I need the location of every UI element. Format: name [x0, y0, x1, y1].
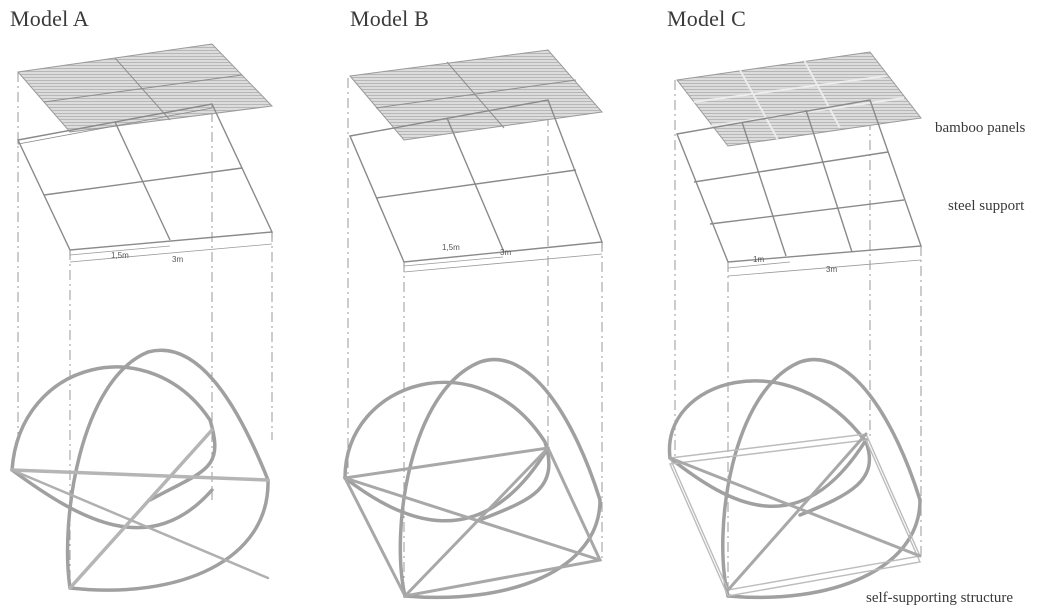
model-a-title: Model A: [10, 6, 90, 31]
model-c-bamboo-panels: [676, 51, 922, 147]
model-a-dim-small: 1,5m: [111, 251, 129, 260]
model-c-group: 1m 3m: [667, 51, 922, 600]
model-b-structure: [342, 358, 603, 600]
model-a-dim-full: 3m: [172, 255, 183, 264]
model-c-steel-support: [676, 99, 922, 263]
label-self-supporting-structure: self-supporting structure: [866, 590, 1014, 606]
label-steel-support: steel support: [948, 198, 1025, 214]
model-a-dimensions: [69, 243, 273, 263]
model-c-dim-full: 3m: [826, 265, 837, 274]
model-a-steel-support: [16, 103, 274, 256]
model-b-title: Model B: [350, 6, 430, 31]
model-a-structure: [10, 348, 270, 592]
model-b-bamboo-panels: [349, 49, 603, 141]
model-b-projection-lines: [347, 56, 603, 598]
model-c-dimensions: [727, 259, 922, 277]
model-a-bamboo-panels: [17, 43, 274, 133]
model-a-projection-lines: [17, 52, 273, 590]
model-b-dim-small: 1,5m: [442, 243, 460, 252]
model-c-structure: [667, 358, 922, 600]
model-b-steel-support: [349, 99, 603, 268]
model-c-dim-small: 1m: [753, 255, 764, 264]
model-c-title: Model C: [667, 6, 747, 31]
model-b-dimensions: [403, 253, 603, 273]
model-a-group: 1,5m 3m: [10, 43, 274, 592]
model-b-dim-full: 3m: [500, 248, 511, 257]
model-b-group: 1,5m 3m: [342, 49, 603, 600]
label-bamboo-panels: bamboo panels: [935, 120, 1026, 136]
